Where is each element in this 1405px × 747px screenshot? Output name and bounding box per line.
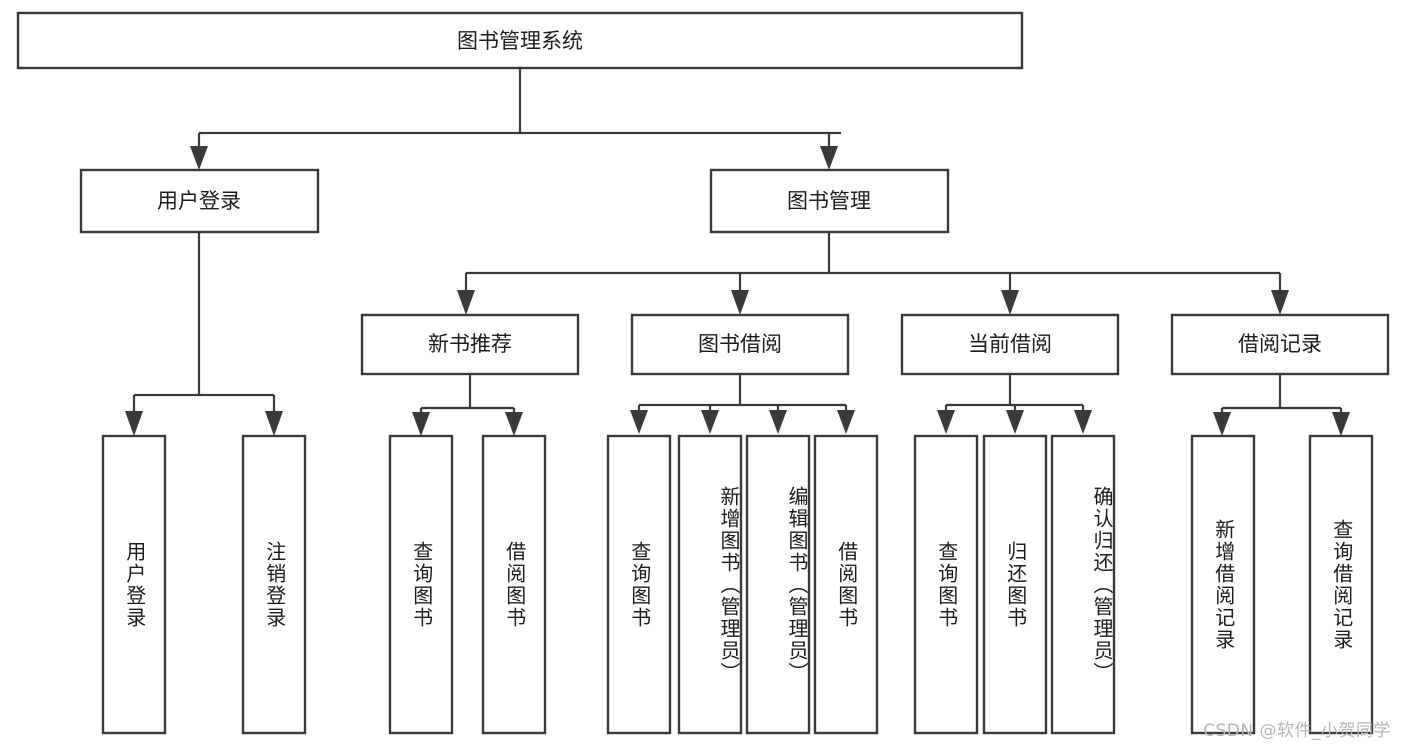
connector-bookborrow-to-leaves bbox=[630, 374, 855, 434]
arrow-head-icon bbox=[701, 410, 719, 434]
arrow-head-icon bbox=[190, 146, 208, 170]
connector-bookmgmt-to-level3 bbox=[457, 232, 1289, 315]
connector-borrowrecord-to-leaves bbox=[1213, 374, 1350, 436]
arrow-head-icon bbox=[505, 412, 523, 436]
leaf-box-borrow-book-nb[interactable] bbox=[481, 434, 547, 735]
arrow-head-icon bbox=[1006, 410, 1024, 434]
connector-userlogin-to-leaves bbox=[125, 232, 283, 436]
arrow-head-icon bbox=[1332, 412, 1350, 436]
leaf-box-query-borrow-record[interactable] bbox=[1308, 434, 1374, 735]
connector-root-to-level2 bbox=[190, 68, 841, 170]
arrow-head-icon bbox=[125, 411, 143, 436]
leaf-box-add-book-admin[interactable] bbox=[677, 434, 743, 735]
node-label-current-borrow: 当前借阅 bbox=[968, 332, 1052, 356]
node-user-login[interactable]: 用户登录 bbox=[79, 168, 320, 234]
leaf-box-user-login[interactable] bbox=[101, 434, 167, 735]
node-label-user-login: 用户登录 bbox=[157, 189, 241, 213]
leaf-box-return-book[interactable] bbox=[982, 434, 1048, 735]
node-book-borrow[interactable]: 图书借阅 bbox=[630, 313, 850, 376]
leaf-box-query-book-bb[interactable] bbox=[606, 434, 672, 735]
node-label-book-management: 图书管理 bbox=[787, 189, 871, 213]
arrow-head-icon bbox=[937, 410, 955, 434]
node-current-borrow[interactable]: 当前借阅 bbox=[900, 313, 1120, 376]
arrow-head-icon bbox=[1001, 290, 1019, 315]
arrow-head-icon bbox=[1271, 290, 1289, 315]
arrow-head-icon bbox=[769, 410, 787, 434]
arrow-head-icon bbox=[457, 290, 475, 315]
leaf-box-add-borrow-record[interactable] bbox=[1190, 434, 1256, 735]
arrow-head-icon bbox=[1074, 410, 1092, 434]
connector-newbook-to-leaves bbox=[412, 374, 523, 436]
arrow-head-icon bbox=[1213, 412, 1231, 436]
node-label-borrow-record: 借阅记录 bbox=[1238, 332, 1322, 356]
arrow-head-icon bbox=[412, 412, 430, 436]
arrow-head-icon bbox=[731, 290, 749, 315]
leaf-box-logout[interactable] bbox=[241, 434, 307, 735]
leaf-box-edit-book-admin[interactable] bbox=[745, 434, 811, 735]
node-new-book-recommend[interactable]: 新书推荐 bbox=[360, 313, 580, 376]
node-borrow-record[interactable]: 借阅记录 bbox=[1170, 313, 1390, 376]
arrow-head-icon bbox=[837, 410, 855, 434]
arrow-head-icon bbox=[630, 410, 648, 434]
csdn-watermark: CSDN @软件_小贺同学 bbox=[1203, 721, 1391, 741]
node-book-management[interactable]: 图书管理 bbox=[709, 168, 950, 234]
node-label-root: 图书管理系统 bbox=[457, 29, 583, 53]
leaf-box-confirm-return-admin[interactable] bbox=[1050, 434, 1116, 735]
leaf-box-query-book-cb[interactable] bbox=[913, 434, 979, 735]
node-label-book-borrow: 图书借阅 bbox=[698, 332, 782, 356]
connector-currentborrow-to-leaves bbox=[937, 374, 1092, 434]
arrow-head-icon bbox=[265, 411, 283, 436]
arrow-head-icon bbox=[820, 146, 838, 170]
node-label-new-book-recommend: 新书推荐 bbox=[428, 332, 512, 356]
leaf-box-query-book-nb[interactable] bbox=[388, 434, 454, 735]
node-root-system[interactable]: 图书管理系统 bbox=[16, 11, 1024, 70]
leaf-box-borrow-book-bb[interactable] bbox=[813, 434, 879, 735]
